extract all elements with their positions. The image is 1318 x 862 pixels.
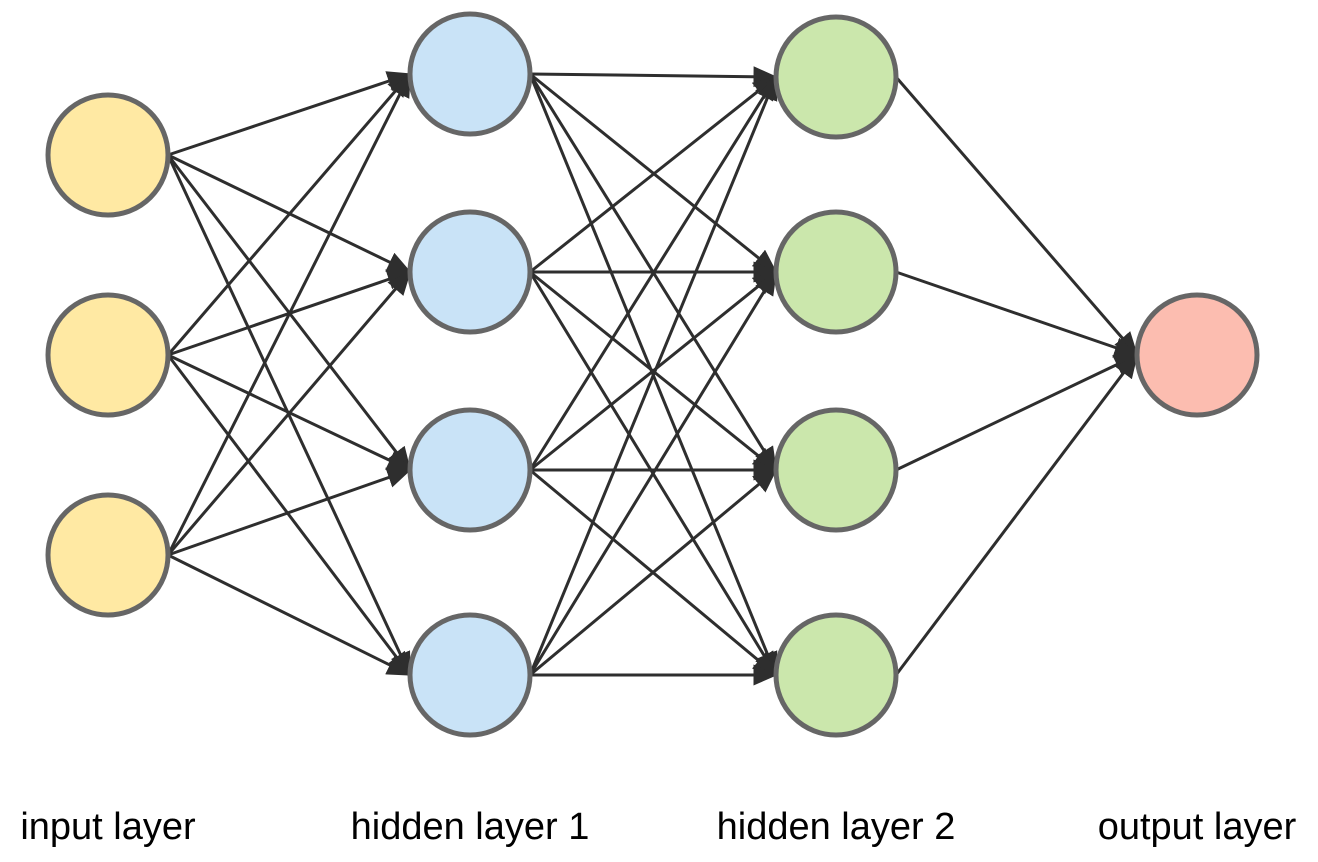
edge-hidden1-4-to-hidden2-3 bbox=[529, 468, 778, 677]
label-output-layer: output layer bbox=[1097, 806, 1297, 848]
node-hidden2-4 bbox=[773, 612, 899, 738]
edge-input-2-to-hidden1-1 bbox=[166, 72, 412, 356]
edge-hidden1-1-to-hidden2-1 bbox=[529, 66, 778, 88]
node-hidden2-2 bbox=[773, 209, 899, 335]
node-input-3 bbox=[45, 492, 171, 618]
node-output-1 bbox=[1134, 292, 1260, 418]
edge-hidden1-4-to-hidden2-1 bbox=[528, 75, 778, 676]
edge-hidden1-3-to-hidden2-1 bbox=[528, 75, 778, 471]
edge-hidden2-3-to-output-1 bbox=[895, 353, 1139, 472]
edge-hidden1-4-to-hidden2-2 bbox=[528, 270, 778, 676]
node-hidden1-2 bbox=[407, 209, 533, 335]
node-input-2 bbox=[45, 292, 171, 418]
edge-hidden1-2-to-hidden2-1 bbox=[529, 75, 778, 274]
edge-input-3-to-hidden1-2 bbox=[166, 270, 412, 556]
label-input-layer: input layer bbox=[20, 806, 196, 848]
edge-hidden2-4-to-output-1 bbox=[894, 353, 1139, 676]
edge-hidden2-2-to-output-1 bbox=[895, 270, 1139, 358]
node-hidden1-1 bbox=[407, 11, 533, 137]
edge-input-2-to-hidden1-4 bbox=[166, 354, 412, 677]
edge-input-1-to-hidden1-1 bbox=[167, 71, 412, 157]
label-hidden-layer-2: hidden layer 2 bbox=[716, 806, 956, 848]
label-hidden-layer-1: hidden layer 1 bbox=[350, 806, 590, 848]
node-hidden1-3 bbox=[407, 407, 533, 533]
node-input-1 bbox=[45, 92, 171, 218]
edge-hidden2-1-to-output-1 bbox=[894, 76, 1139, 357]
edge-input-3-to-hidden1-4 bbox=[167, 553, 412, 677]
edges-group bbox=[166, 66, 1139, 686]
edge-input-3-to-hidden1-1 bbox=[166, 72, 412, 556]
node-hidden2-1 bbox=[773, 14, 899, 140]
node-hidden1-4 bbox=[407, 612, 533, 738]
edge-input-3-to-hidden1-3 bbox=[167, 467, 412, 557]
edge-hidden1-3-to-hidden2-2 bbox=[529, 270, 778, 472]
node-hidden2-3 bbox=[773, 407, 899, 533]
